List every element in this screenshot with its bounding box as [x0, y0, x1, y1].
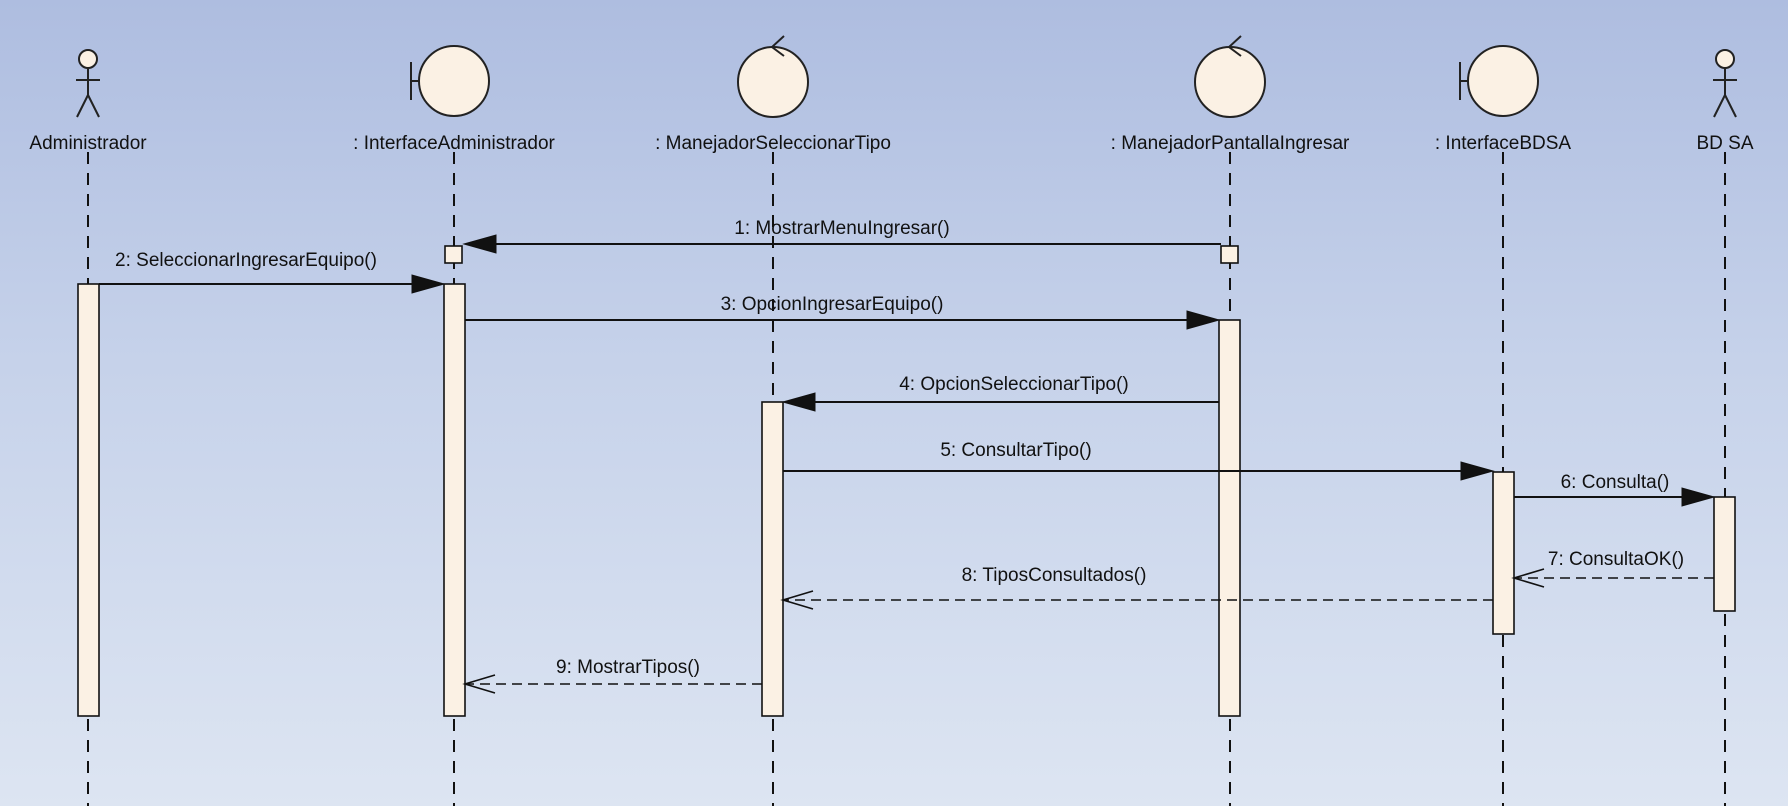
- arrowhead: [462, 674, 496, 694]
- message-label-4: 4: OpcionSeleccionarTipo(): [899, 374, 1129, 395]
- arrowhead: [411, 274, 446, 294]
- activation-administrador: [77, 283, 100, 717]
- activation-bd-sa: [1713, 496, 1736, 612]
- message-label-9: 9: MostrarTipos(): [556, 657, 700, 678]
- message-label-3: 3: OpcionIngresarEquipo(): [721, 294, 944, 315]
- control-icon: [1194, 35, 1266, 118]
- control-icon: [737, 35, 809, 118]
- activations: [77, 245, 1736, 717]
- arrowhead: [462, 234, 497, 254]
- activation-manejador-pantalla-ingresar: [1218, 319, 1241, 717]
- arrowhead: [781, 392, 816, 412]
- message-label-2: 2: SeleccionarIngresarEquipo(): [115, 250, 377, 271]
- arrowhead: [1681, 487, 1716, 507]
- activation-interface-bdsa: [1492, 471, 1515, 635]
- arrowhead: [780, 590, 814, 610]
- boundary-icon: [1459, 45, 1539, 117]
- actor-icon: [76, 49, 100, 118]
- participant-name-interface-administrador: : InterfaceAdministrador: [353, 133, 555, 154]
- boundary-icon: [410, 45, 490, 117]
- participant-name-bd-sa: BD SA: [1696, 133, 1753, 154]
- participant-name-administrador: Administrador: [29, 133, 147, 154]
- actor-icon: [1713, 49, 1737, 118]
- participant-name-manejador-seleccionar-tipo: : ManejadorSeleccionarTipo: [655, 133, 891, 154]
- participant-name-interface-bdsa: : InterfaceBDSA: [1435, 133, 1572, 154]
- participant-name-manejador-pantalla-ingresar: : ManejadorPantallaIngresar: [1111, 133, 1350, 154]
- activation-small-interface-administrador: [444, 245, 463, 264]
- activation-manejador-seleccionar-tipo: [761, 401, 784, 717]
- message-label-6: 6: Consulta(): [1561, 472, 1670, 493]
- arrowhead: [1511, 568, 1545, 588]
- activation-interface-administrador: [443, 283, 466, 717]
- activation-small-manejador-pantalla-ingresar: [1220, 245, 1239, 264]
- message-label-1: 1: MostrarMenuIngresar(): [734, 218, 949, 239]
- message-label-5: 5: ConsultarTipo(): [940, 440, 1091, 461]
- arrowhead: [1460, 461, 1495, 481]
- arrowhead: [1186, 310, 1221, 330]
- message-label-7: 7: ConsultaOK(): [1548, 549, 1684, 570]
- message-label-8: 8: TiposConsultados(): [962, 565, 1147, 586]
